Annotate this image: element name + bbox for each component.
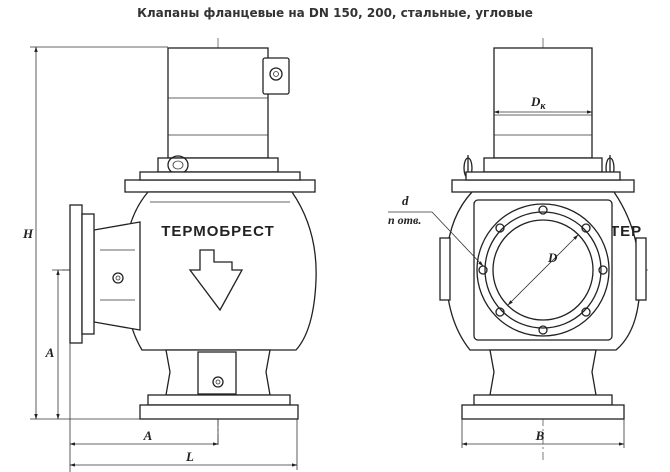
dim-D-label: D [547, 250, 558, 265]
bore-circle [492, 219, 594, 321]
page-title: Клапаны фланцевые на DN 150, 200, стальн… [137, 6, 533, 20]
solenoid-coil [493, 47, 593, 159]
dim-B-label: B [535, 428, 545, 443]
terminal-box [262, 57, 290, 95]
dim-L-label: L [185, 449, 194, 464]
flange-circle [476, 203, 610, 337]
dim-d-label: d [402, 193, 409, 208]
brand-label: ТЕРМОБРЕСТ [161, 223, 275, 240]
dim-Dk-label: Dк [530, 94, 546, 112]
dim-A-vertical-label: A [45, 345, 55, 360]
bolt-holes [478, 205, 608, 335]
right-dimensions: Dк D d n отв. B [388, 94, 625, 448]
valve-body [123, 191, 317, 351]
top-flange [124, 179, 316, 193]
side-flange [69, 204, 83, 344]
dim-A-horizontal-label: A [143, 428, 153, 443]
bottom-flange [147, 394, 291, 406]
solenoid-coil [167, 47, 269, 159]
flow-arrow [188, 249, 244, 312]
dim-H-label: H [22, 226, 34, 241]
front-view: ТЕРМОБРЕСТ [62, 38, 317, 445]
left-dimensions: H A A L [22, 46, 298, 472]
brand-fragment: ТЕР [610, 223, 642, 240]
coil-base [157, 157, 279, 173]
dim-n-holes-label: n отв. [388, 213, 421, 227]
